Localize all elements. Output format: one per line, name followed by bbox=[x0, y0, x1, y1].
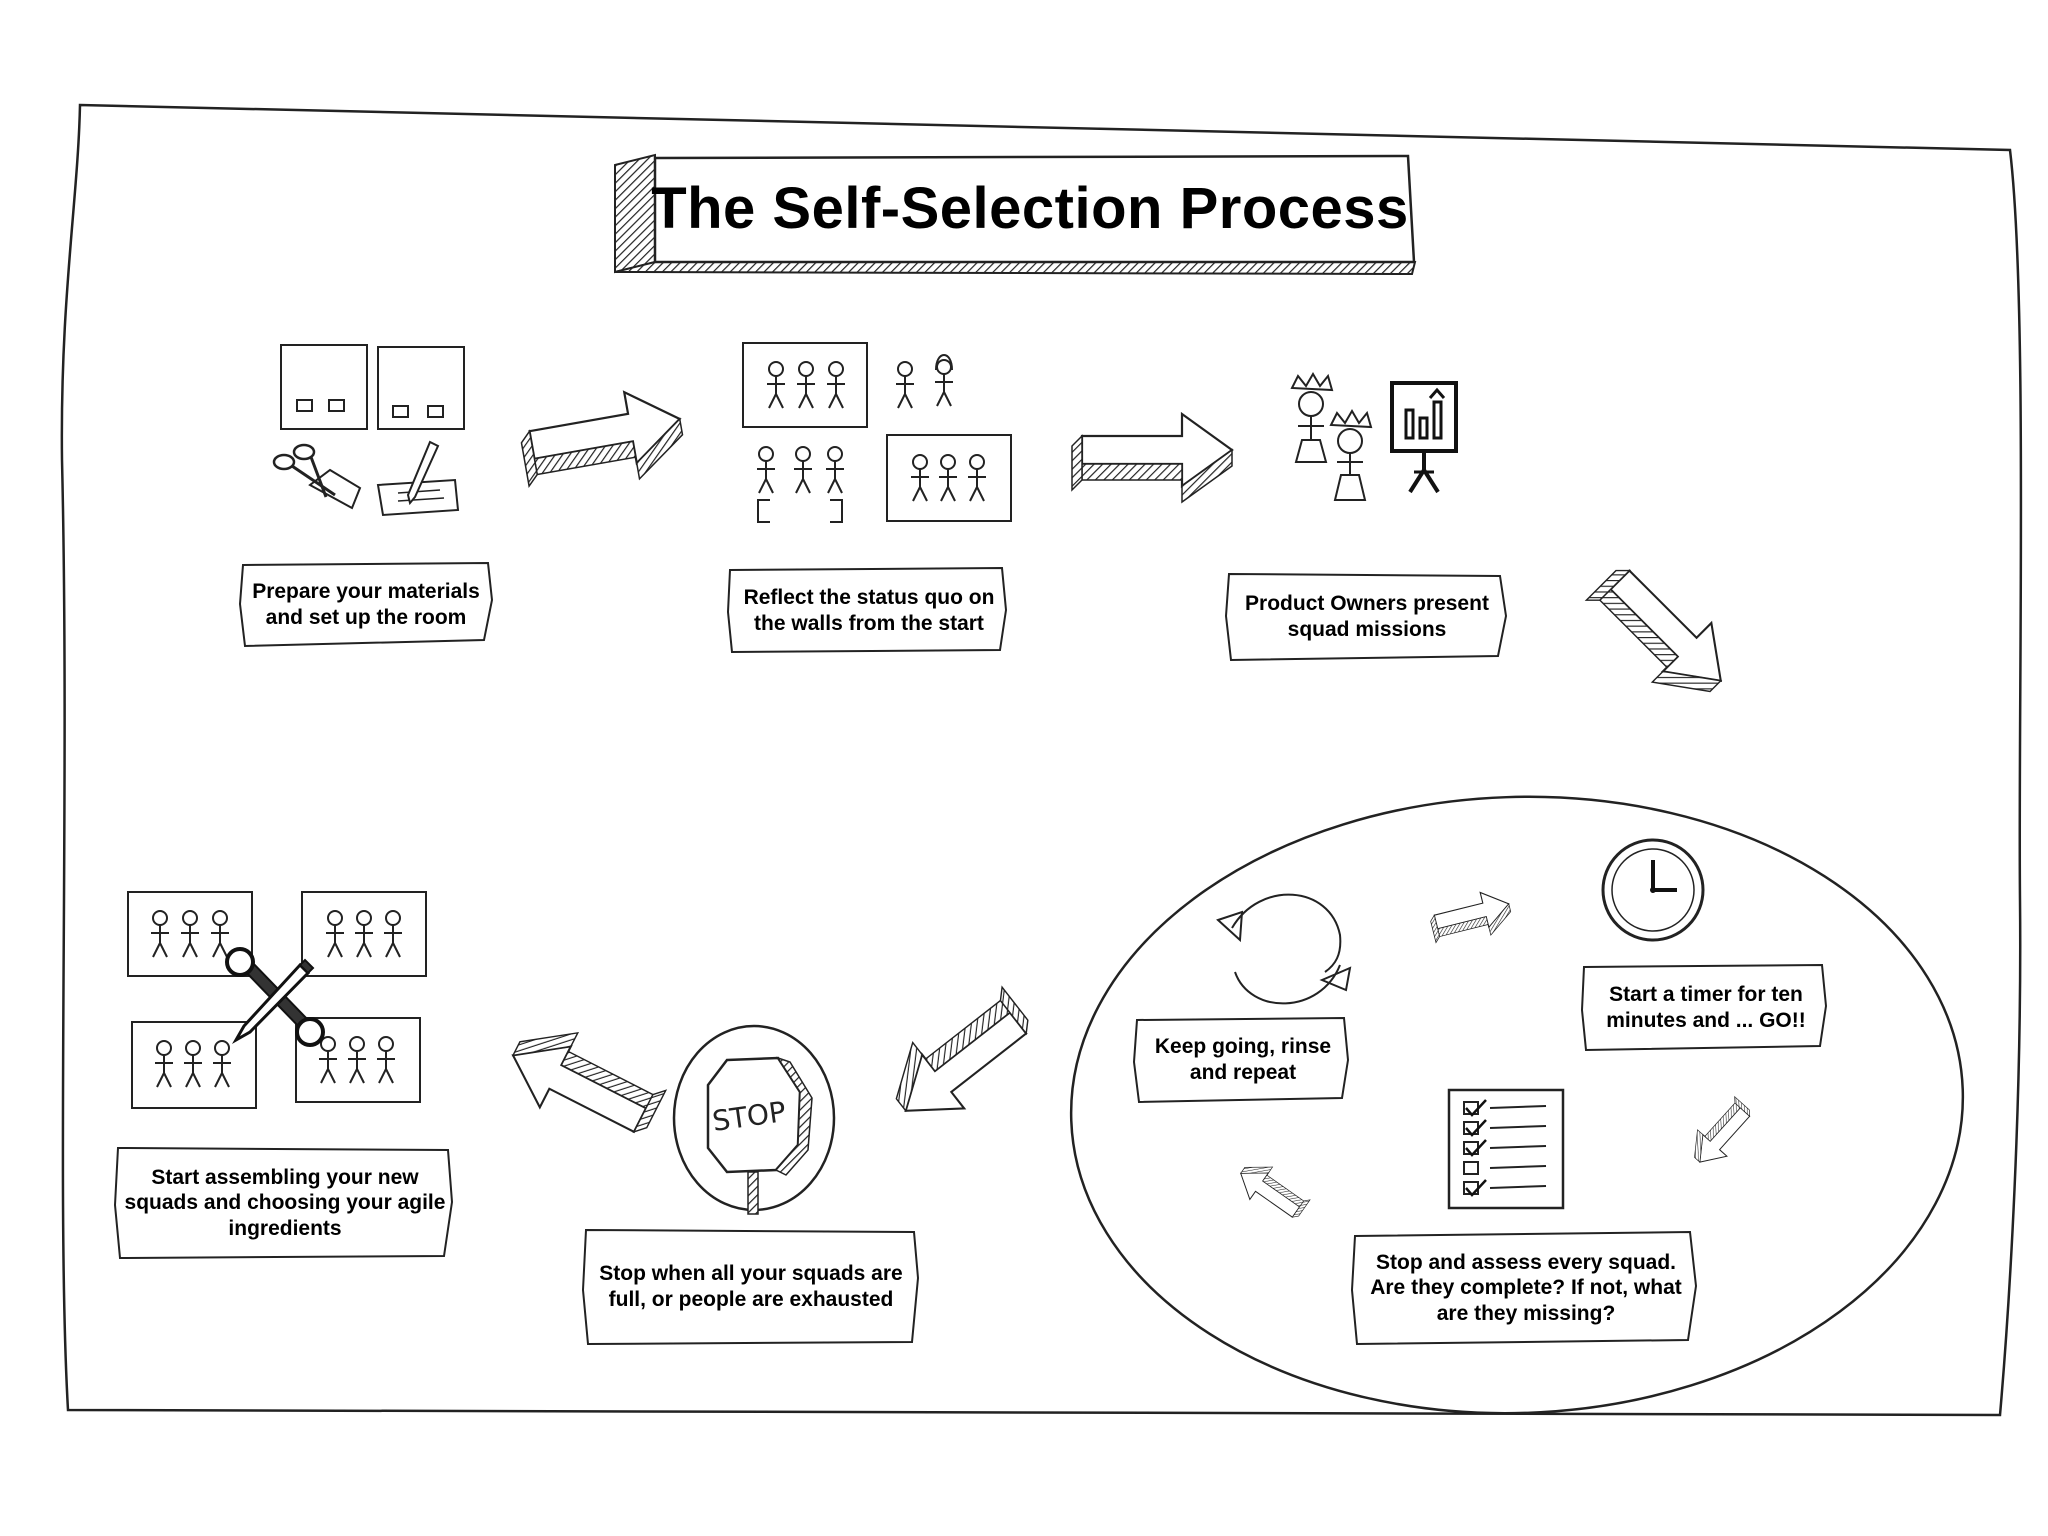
stop-sign-icon bbox=[672, 1024, 836, 1215]
loop-arrow-1 bbox=[1426, 885, 1516, 949]
stick-figure-icon bbox=[895, 361, 915, 409]
team-board-icon bbox=[127, 891, 253, 977]
step-label-repeat: Keep going, rinse and repeat bbox=[1154, 1035, 1332, 1084]
loop-arrow-2 bbox=[1681, 1092, 1761, 1174]
scissors-icon bbox=[272, 443, 362, 510]
outer-frame bbox=[60, 103, 2023, 1417]
cycle-arrows-icon bbox=[1216, 893, 1352, 1005]
presentation-board-icon bbox=[1390, 381, 1458, 494]
tools-icon bbox=[225, 947, 325, 1047]
team-board-icon bbox=[742, 342, 868, 428]
step-label-reflect: Reflect the status quo on the walls from… bbox=[743, 586, 995, 635]
step-label-stop: Stop when all your squads are full, or p… bbox=[599, 1262, 903, 1311]
step-label-present: Product Owners present squad missions bbox=[1245, 592, 1489, 641]
reflect-status-quo-illustration bbox=[742, 342, 1012, 523]
team-board-icon bbox=[131, 1021, 257, 1109]
team-board-icon bbox=[886, 434, 1012, 522]
product-owners-illustration bbox=[1290, 372, 1458, 501]
loop-arrow-3 bbox=[1230, 1153, 1314, 1229]
flow-arrow-3 bbox=[1577, 548, 1746, 717]
flow-arrow-4 bbox=[874, 977, 1048, 1139]
step-label-assemble: Start assembling your new squads and cho… bbox=[124, 1165, 446, 1240]
step-label-prepare: Prepare your materials and set up the ro… bbox=[252, 580, 480, 629]
paper-sheet-icon bbox=[377, 346, 465, 430]
flow-arrow-2 bbox=[1070, 412, 1234, 504]
team-board-icon bbox=[295, 1017, 421, 1103]
prepare-materials-illustration bbox=[272, 344, 465, 517]
page-title: The Self-Selection Process bbox=[651, 175, 1409, 241]
paper-sheet-icon bbox=[280, 344, 368, 430]
assemble-squads-illustration bbox=[127, 891, 427, 1109]
pen-paper-icon bbox=[376, 440, 460, 517]
step-label-timer: Start a timer for ten minutes and ... GO… bbox=[1606, 983, 1806, 1032]
title-banner bbox=[614, 153, 1417, 276]
checklist-icon bbox=[1447, 1088, 1565, 1210]
team-board-icon bbox=[301, 891, 427, 977]
flow-arrow-1 bbox=[514, 382, 690, 500]
flow-arrow-5 bbox=[496, 1010, 672, 1156]
step-label-assess: Stop and assess every squad. Are they co… bbox=[1370, 1250, 1682, 1325]
label-cards bbox=[113, 561, 1828, 1346]
iteration-loop bbox=[1069, 795, 1965, 1415]
product-owner-icon bbox=[1290, 372, 1334, 463]
product-owner-icon bbox=[1329, 409, 1373, 501]
clock-icon bbox=[1601, 838, 1705, 942]
